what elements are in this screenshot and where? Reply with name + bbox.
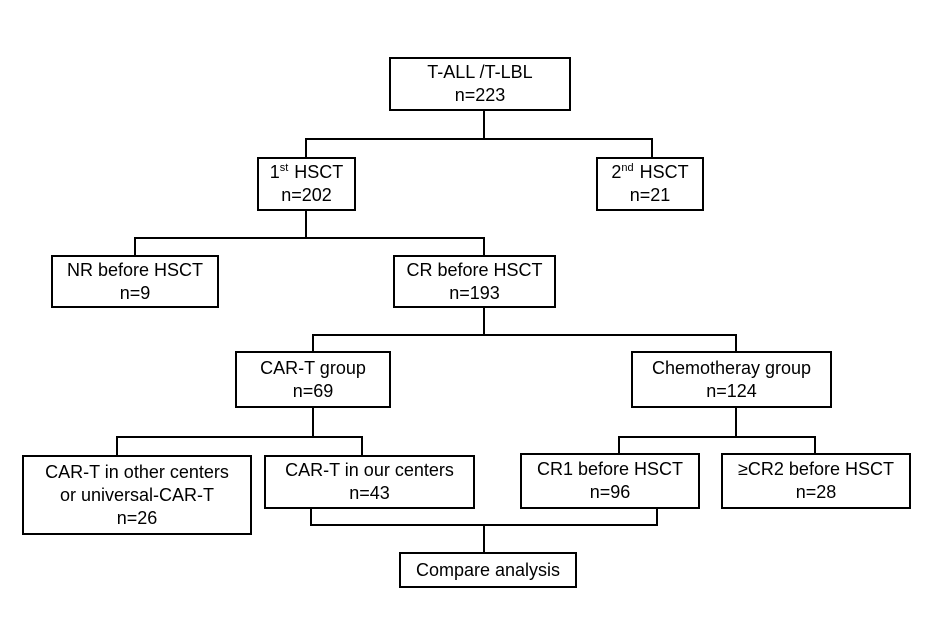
node-count: n=28 [795,482,837,502]
node-cart-group: CAR-T group n=69 [235,351,391,408]
node-cr-before-hsct: CR before HSCT n=193 [393,255,556,308]
node-label: CAR-T in our centers [285,460,454,480]
node-chemotherapy-group: Chemotheray group n=124 [631,351,832,408]
node-count: n=69 [292,380,334,401]
connector-cart-chemo-split [312,334,737,352]
node-nr-before-hsct: NR before HSCT n=9 [51,255,219,308]
node-count: n=43 [349,483,390,503]
node-label: 2nd HSCT [611,161,688,184]
node-count: n=223 [454,85,506,105]
node-count: n=202 [281,185,332,205]
connector-cart-children [116,436,363,456]
node-second-hsct: 2nd HSCT n=21 [596,157,704,211]
node-label-cont: or universal-CAR-T [59,484,215,505]
node-label-text: HSCT [639,162,689,182]
node-label: Chemotheray group [651,357,812,378]
node-label: CAR-T in other centers [45,461,229,482]
node-t-all-t-lbl: T-ALL /T-LBL n=223 [389,57,571,111]
ordinal-suffix: nd [621,162,634,174]
node-count: n=124 [706,380,757,401]
node-cr2-before-hsct: ≥CR2 before HSCT n=28 [721,453,911,509]
node-label: CAR-T group [260,357,366,378]
ordinal-number: 2 [611,162,622,182]
node-count: n=96 [589,482,631,502]
connector-compare-bracket [310,508,658,526]
node-label: Compare analysis [415,559,561,580]
node-label: CR1 before HSCT [536,459,684,479]
node-cart-other-centers: CAR-T in other centers or universal-CAR-… [22,455,252,535]
node-label: 1st HSCT [270,161,344,184]
connector-nr-cr-split [134,237,485,256]
node-label: CR before HSCT [406,259,543,280]
node-label: T-ALL /T-LBL [427,62,533,82]
node-label: NR before HSCT [66,259,204,280]
node-compare-analysis: Compare analysis [399,552,577,588]
connector-chemo-children [618,436,816,454]
node-label: ≥CR2 before HSCT [738,459,894,479]
node-count: n=9 [119,282,151,303]
ordinal-suffix: st [279,162,289,174]
node-count: n=26 [116,507,158,528]
node-cart-our-centers: CAR-T in our centers n=43 [264,455,475,509]
node-first-hsct: 1st HSCT n=202 [257,157,356,211]
node-count: n=193 [449,282,500,303]
node-cr1-before-hsct: CR1 before HSCT n=96 [520,453,700,509]
node-label-text: HSCT [294,162,344,182]
connector-hsct-split [305,138,653,158]
ordinal-number: 1 [269,162,280,182]
node-count: n=21 [629,185,671,205]
